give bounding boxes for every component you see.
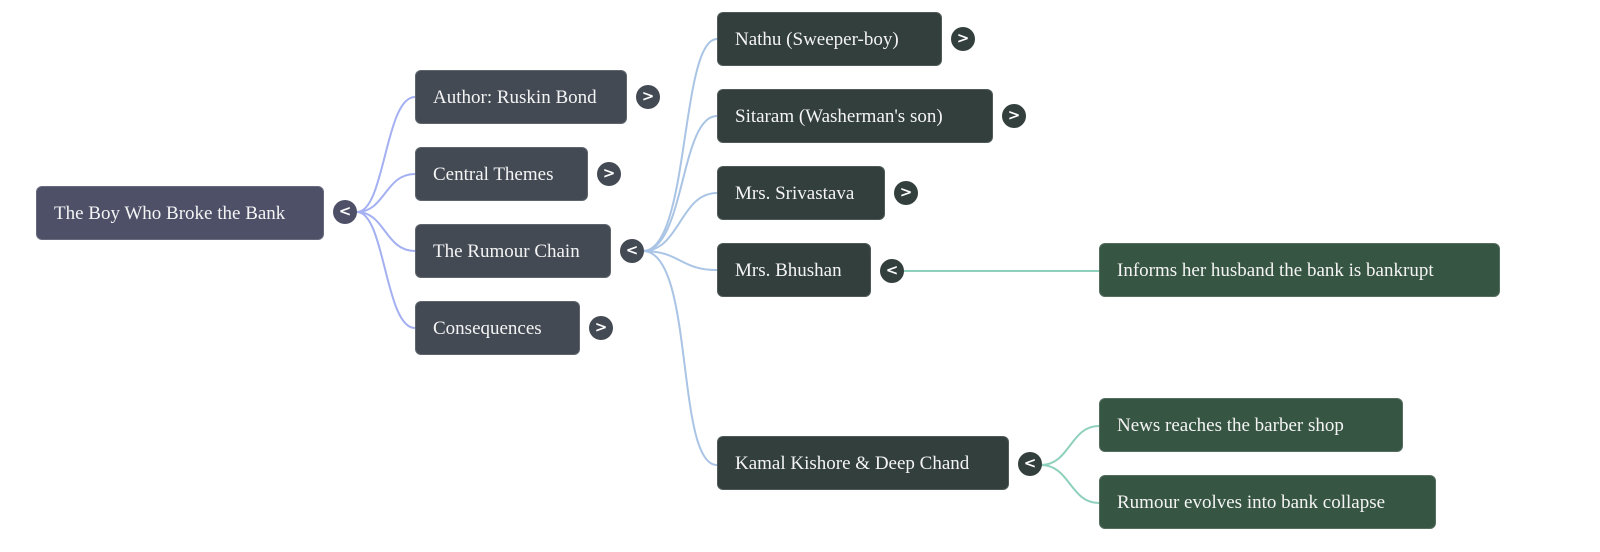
link-rumour-bhushan [642,250,718,271]
collapse-toggle-mrs-bhushan[interactable]: < [880,259,904,283]
expand-toggle-central-themes[interactable]: > [597,162,621,186]
root-node[interactable]: The Boy Who Broke the Bank [36,186,324,240]
node-rumour-chain[interactable]: The Rumour Chain [415,224,611,278]
node-central-themes-label: Central Themes [433,164,554,185]
node-mrs-bhushan[interactable]: Mrs. Bhushan [717,243,871,297]
node-nathu-label: Nathu (Sweeper-boy) [735,29,899,50]
node-kamal-deep-label: Kamal Kishore & Deep Chand [735,453,970,474]
node-informs-husband-label: Informs her husband the bank is bankrupt [1117,260,1434,281]
node-author-label: Author: Ruskin Bond [433,87,597,108]
link-root-author [356,96,416,213]
link-kamal-barber [1040,425,1100,466]
node-author[interactable]: Author: Ruskin Bond [415,70,627,124]
link-rumour-srivastava [642,192,718,252]
node-mrs-bhushan-label: Mrs. Bhushan [735,260,842,281]
link-kamal-collapse [1040,464,1100,504]
collapse-toggle-kamal-deep[interactable]: < [1018,452,1042,476]
link-rumour-sitaram [642,115,718,252]
link-root-consequences [356,211,416,329]
node-bank-collapse[interactable]: Rumour evolves into bank collapse [1099,475,1436,529]
link-rumour-nathu [642,38,718,252]
node-mrs-srivastava[interactable]: Mrs. Srivastava [717,166,885,220]
collapse-toggle-rumour-chain[interactable]: < [620,239,644,263]
node-informs-husband[interactable]: Informs her husband the bank is bankrupt [1099,243,1500,297]
node-nathu[interactable]: Nathu (Sweeper-boy) [717,12,942,66]
node-barber-shop[interactable]: News reaches the barber shop [1099,398,1403,452]
node-rumour-chain-label: The Rumour Chain [433,241,580,262]
expand-toggle-consequences[interactable]: > [589,316,613,340]
root-node-label: The Boy Who Broke the Bank [54,203,286,224]
node-consequences[interactable]: Consequences [415,301,580,355]
link-root-rumour [356,211,416,252]
node-bank-collapse-label: Rumour evolves into bank collapse [1117,492,1386,513]
node-sitaram[interactable]: Sitaram (Washerman's son) [717,89,993,143]
link-root-themes [356,173,416,213]
expand-toggle-mrs-srivastava[interactable]: > [894,181,918,205]
node-consequences-label: Consequences [433,318,542,339]
link-rumour-kamal [642,250,718,466]
node-barber-shop-label: News reaches the barber shop [1117,415,1344,436]
expand-toggle-nathu[interactable]: > [951,27,975,51]
node-kamal-deep[interactable]: Kamal Kishore & Deep Chand [717,436,1009,490]
collapse-toggle-root[interactable]: < [333,200,357,224]
node-central-themes[interactable]: Central Themes [415,147,588,201]
node-sitaram-label: Sitaram (Washerman's son) [735,106,943,127]
expand-toggle-sitaram[interactable]: > [1002,104,1026,128]
node-mrs-srivastava-label: Mrs. Srivastava [735,183,855,204]
expand-toggle-author[interactable]: > [636,85,660,109]
